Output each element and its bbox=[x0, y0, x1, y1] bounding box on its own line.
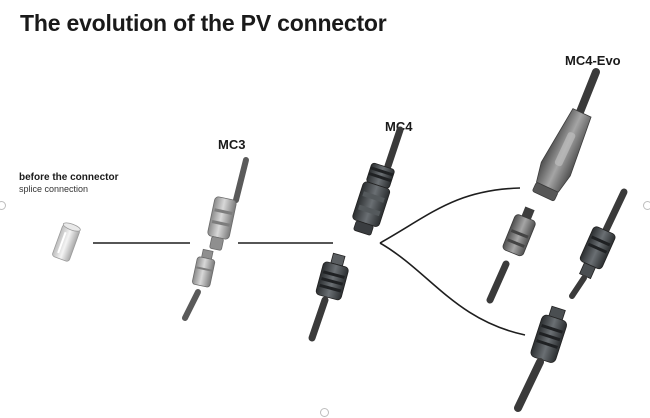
timeline-lines bbox=[93, 187, 526, 336]
splice-connection-label: splice connection bbox=[19, 184, 89, 194]
branch-to-mc4-variant bbox=[379, 242, 526, 336]
mc4-evo-label: MC4-Evo bbox=[565, 53, 621, 68]
border-dot-bottom bbox=[320, 408, 329, 417]
splice-sleeve-icon bbox=[52, 222, 81, 262]
branch-to-mc4-evo bbox=[379, 187, 521, 244]
border-dot-right bbox=[643, 201, 650, 210]
mc3-connector-icon bbox=[182, 157, 249, 321]
mc4-connector-icon bbox=[308, 126, 404, 342]
mc3-label: MC3 bbox=[218, 137, 246, 152]
before-connector-heading: before the connector bbox=[19, 172, 119, 183]
mc4-label: MC4 bbox=[385, 119, 413, 134]
mc4-evo-connector-icon bbox=[486, 68, 600, 304]
page-title: The evolution of the PV connector bbox=[20, 10, 387, 36]
border-dot-left bbox=[0, 201, 6, 210]
mc4-variant-connector-icon bbox=[514, 188, 628, 412]
